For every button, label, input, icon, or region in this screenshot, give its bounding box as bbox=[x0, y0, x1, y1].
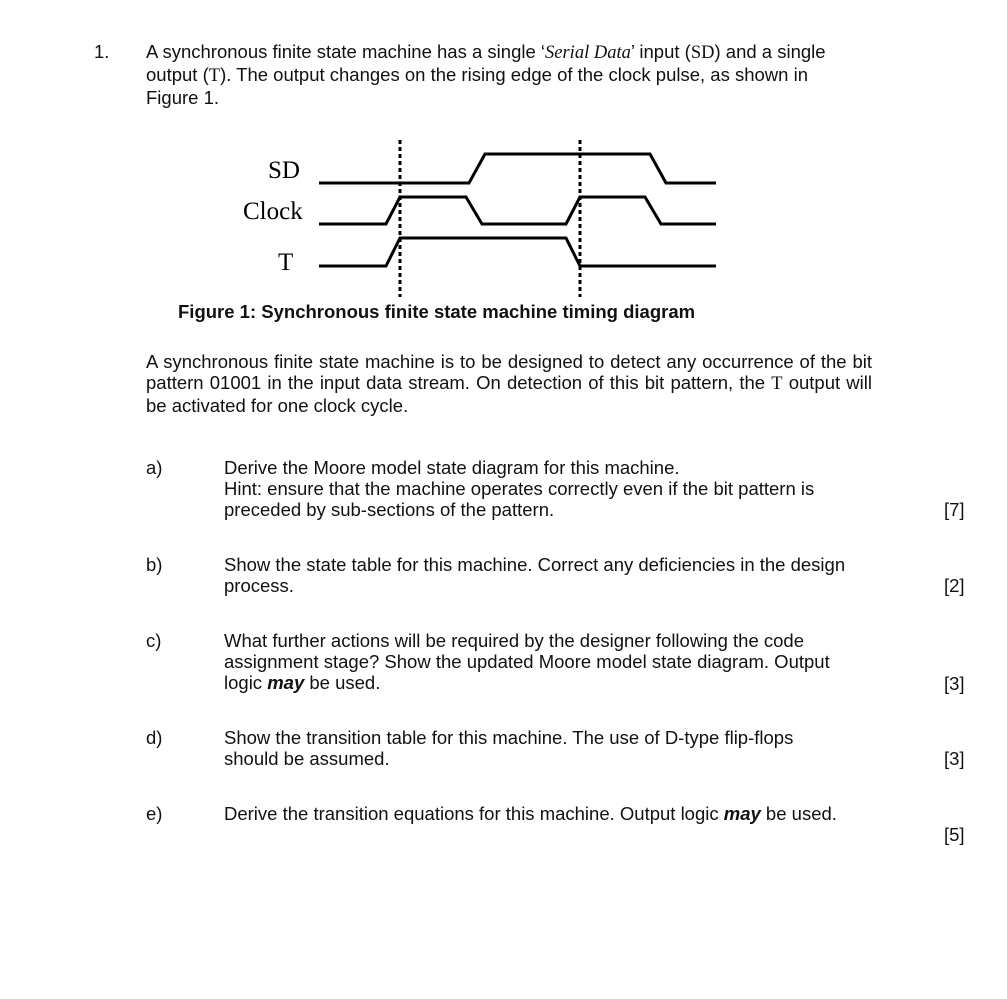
intro-text-3: ) and a single output ( bbox=[146, 41, 826, 85]
part-d-text: Show the transition table for this machi… bbox=[224, 727, 794, 769]
intro-text-4: ). The output changes on the rising edge… bbox=[146, 64, 808, 108]
timing-diagram: SD Clock T bbox=[243, 140, 716, 297]
output-abbrev: T bbox=[208, 66, 221, 86]
part-e-marks: [5] bbox=[944, 824, 965, 845]
part-e-emphasis: may bbox=[723, 803, 761, 824]
description-text-1: A synchronous finite state machine is to… bbox=[146, 351, 872, 393]
part-b-marks: [2] bbox=[944, 575, 965, 596]
part-c-text: What further actions will be required by… bbox=[224, 630, 872, 693]
part-a-line2: Hint: ensure that the machine operates c… bbox=[224, 478, 815, 520]
intro-text-2: ’ input ( bbox=[630, 41, 691, 62]
part-e-text: Derive the transition equations for this… bbox=[224, 803, 872, 824]
part-c-letter: c) bbox=[146, 630, 162, 651]
input-name: Serial Data bbox=[545, 43, 631, 63]
description-text-2: output will be activated for one clock c… bbox=[146, 372, 873, 416]
question-number: 1. bbox=[94, 41, 110, 62]
part-d-letter: d) bbox=[146, 727, 163, 748]
input-abbrev: SD bbox=[690, 43, 715, 63]
part-c-marks: [3] bbox=[944, 673, 965, 694]
question-intro: A synchronous finite state machine has a… bbox=[146, 41, 846, 108]
part-c-text-2: be used. bbox=[304, 672, 381, 693]
part-a-text: Derive the Moore model state diagram for… bbox=[224, 457, 870, 520]
signal-label-sd: SD bbox=[268, 157, 300, 184]
t-waveform bbox=[319, 236, 716, 268]
part-d-marks: [3] bbox=[944, 748, 965, 769]
part-b-letter: b) bbox=[146, 554, 163, 575]
sd-waveform bbox=[319, 152, 716, 185]
part-e-text-2: be used. bbox=[760, 803, 837, 824]
part-c-text-1: What further actions will be required by… bbox=[224, 630, 830, 693]
figure-caption: Figure 1: Synchronous finite state machi… bbox=[178, 301, 696, 322]
part-a-marks: [7] bbox=[944, 499, 965, 520]
part-a-line1: Derive the Moore model state diagram for… bbox=[224, 457, 680, 478]
part-e-text-1: Derive the transition equations for this… bbox=[224, 803, 724, 824]
part-e-letter: e) bbox=[146, 803, 163, 824]
intro-text-1: A synchronous finite state machine has a… bbox=[146, 41, 546, 62]
question-description: A synchronous finite state machine is to… bbox=[146, 351, 872, 416]
description-output-abbrev: T bbox=[771, 374, 783, 394]
part-b-text: Show the state table for this machine. C… bbox=[224, 554, 846, 596]
part-c-emphasis: may bbox=[267, 672, 305, 693]
signal-label-t: T bbox=[278, 249, 293, 276]
signal-label-clock: Clock bbox=[243, 198, 303, 225]
clock-waveform bbox=[319, 195, 716, 226]
part-a-letter: a) bbox=[146, 457, 163, 478]
